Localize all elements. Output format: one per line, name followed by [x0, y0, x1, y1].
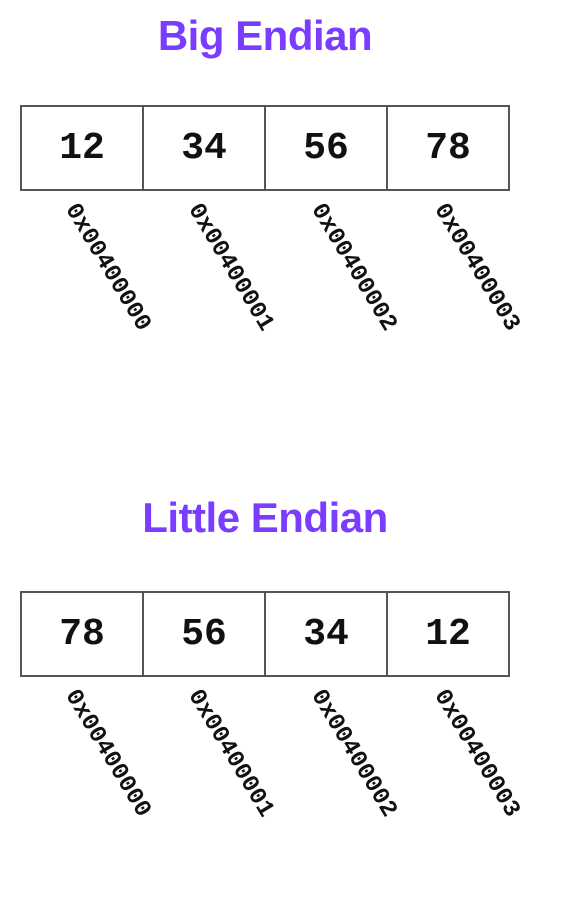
big-endian-address-1: 0x00400001 [181, 198, 279, 337]
big-endian-address-2: 0x00400002 [304, 198, 402, 337]
big-endian-byte-row: 12 34 56 78 [20, 105, 510, 191]
big-endian-byte-2: 56 [266, 107, 388, 189]
little-endian-byte-row: 78 56 34 12 [20, 591, 510, 677]
little-endian-byte-1: 56 [144, 593, 266, 675]
little-endian-byte-2: 34 [266, 593, 388, 675]
little-endian-byte-3: 12 [425, 612, 471, 656]
little-endian-address-2: 0x00400002 [304, 684, 402, 823]
big-endian-byte-1: 34 [144, 107, 266, 189]
big-endian-byte-3: 78 [425, 126, 471, 170]
big-endian-address-0: 0x00400000 [58, 198, 156, 337]
big-endian-byte-0: 12 [22, 107, 144, 189]
little-endian-title: Little Endian [142, 494, 388, 541]
little-endian-address-1: 0x00400001 [181, 684, 279, 823]
big-endian-address-3: 0x00400003 [427, 198, 525, 337]
big-endian-title: Big Endian [157, 12, 373, 59]
little-endian-address-3: 0x00400003 [427, 684, 525, 823]
little-endian-byte-0: 78 [22, 593, 144, 675]
little-endian-address-0: 0x00400000 [58, 684, 156, 823]
